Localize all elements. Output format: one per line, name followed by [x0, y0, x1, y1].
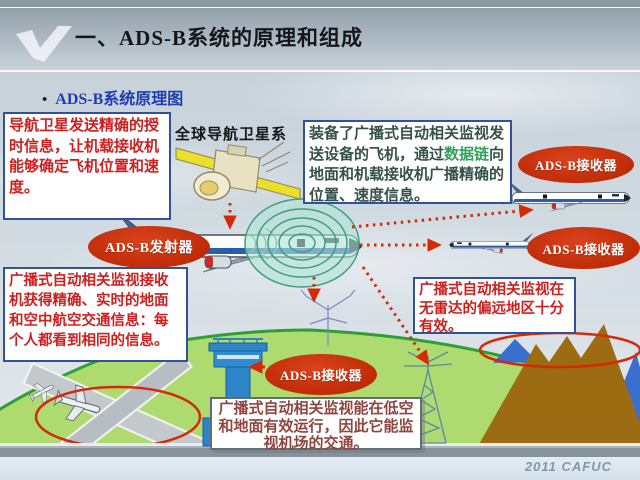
note-airport: 广播式自动相关监视能在低空和地面有效运行，因此它能监视机场的交通。 — [210, 397, 422, 452]
note-satellite: 导航卫星发送精确的授时信息，让机载接收机能够确定飞机位置和速度。 — [3, 112, 171, 220]
radar-waves — [244, 198, 360, 288]
label-adsb-transmitter: ADS-B发射器 — [88, 226, 210, 268]
note-equipped-pre: 装备了广播式自动相关监视发送设备的飞机，通过 — [309, 126, 505, 163]
arrow-to-top-receiver — [351, 204, 534, 229]
arrow-to-radio-tower — [361, 266, 430, 366]
mountains — [478, 324, 640, 446]
hill-antenna-icon — [300, 289, 356, 346]
header-band — [0, 8, 640, 72]
note-equipped-post: 向地面和机载接收机广播精确的位置、速度信息。 — [309, 146, 505, 205]
footer-bar: 2011 CAFUC — [0, 457, 640, 480]
top-strip — [0, 0, 640, 8]
label-adsb-receiver-mid: ADS-B接收器 — [527, 227, 640, 269]
slide-title: 一、ADS-B系统的原理和组成 — [75, 26, 364, 50]
satellite-icon — [175, 141, 301, 201]
label-adsb-receiver-top: ADS-B接收器 — [518, 146, 634, 183]
bullet-label: ADS-B系统原理图 — [55, 91, 184, 108]
bullet-line: • ADS-B系统原理图 — [42, 85, 183, 109]
bullet-marker: • — [42, 92, 48, 108]
note-datalink-highlight: 数据链 — [444, 146, 490, 163]
note-remote-area: 广播式自动相关监视在无雷达的偏远地区十分有效。 — [413, 277, 576, 335]
airliner-mid-right — [448, 233, 537, 255]
label-adsb-receiver-ground: ADS-B接收器 — [265, 354, 377, 395]
note-equipped-aircraft: 装备了广播式自动相关监视发送设备的飞机，通过数据链向地面和机载接收机广播精确的位… — [303, 120, 512, 204]
gnss-label: 全球导航卫星系 — [175, 127, 288, 143]
note-ground-receiver: 广播式自动相关监视接收机获得精确、实时的地面和空中航空交通信息：每个人都看到相同… — [3, 267, 188, 362]
airliner-top-right — [502, 180, 631, 212]
footer-credit: 2011 CAFUC — [524, 459, 612, 474]
cafuc-logo — [16, 26, 72, 62]
signal-arrows — [223, 203, 534, 374]
